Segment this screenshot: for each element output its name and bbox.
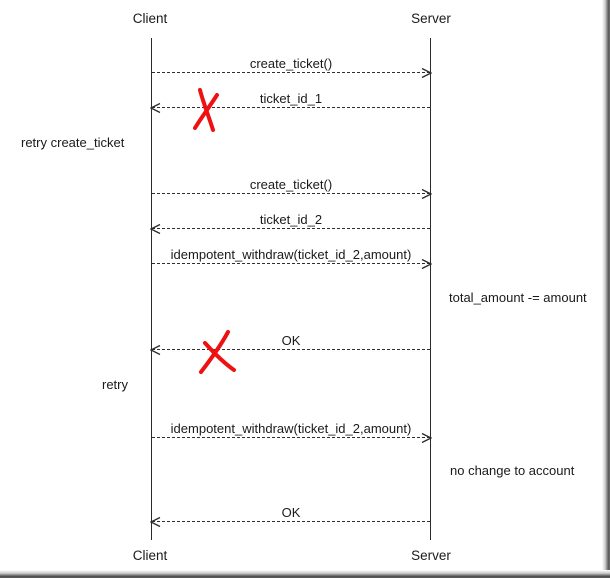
message-idempotent-withdraw-2: idempotent_withdraw(ticket_id_2,amount)	[152, 421, 432, 443]
arrowhead-left-icon	[150, 516, 161, 527]
frame-shadow-right	[602, 0, 610, 578]
arrowhead-left-icon	[150, 344, 161, 355]
message-label: ticket_id_1	[259, 91, 323, 106]
message-label: create_ticket()	[249, 177, 333, 192]
arrowhead-right-icon	[421, 67, 432, 78]
message-label: OK	[281, 505, 301, 520]
message-idempotent-withdraw-1: idempotent_withdraw(ticket_id_2,amount)	[152, 247, 432, 269]
message-ticket-id-1: ticket_id_1	[150, 91, 430, 113]
participant-client-bottom: Client	[132, 548, 168, 563]
client-lifeline	[151, 38, 152, 540]
server-lifeline	[430, 38, 431, 540]
annotation-total-amount: total_amount -= amount	[449, 290, 587, 305]
participant-server-bottom: Server	[411, 548, 451, 563]
message-ok-2: OK	[150, 505, 430, 527]
message-create-ticket-2: create_ticket()	[152, 177, 432, 199]
annotation-no-change: no change to account	[450, 463, 575, 478]
lost-message-x-icon	[193, 88, 219, 132]
message-label: create_ticket()	[249, 56, 333, 71]
message-ok-1: OK	[150, 333, 430, 355]
participant-client-top: Client	[132, 11, 168, 26]
arrowhead-right-icon	[421, 258, 432, 269]
message-ticket-id-2: ticket_id_2	[150, 212, 430, 234]
arrowhead-right-icon	[421, 188, 432, 199]
participant-server-top: Server	[411, 11, 451, 26]
message-label: OK	[281, 333, 301, 348]
message-create-ticket-1: create_ticket()	[152, 56, 432, 78]
arrowhead-left-icon	[150, 223, 161, 234]
lost-message-x-icon	[199, 330, 236, 374]
message-label: ticket_id_2	[259, 212, 323, 227]
annotation-retry: retry	[102, 377, 128, 392]
message-label: idempotent_withdraw(ticket_id_2,amount)	[170, 421, 412, 436]
annotation-retry-create-ticket: retry create_ticket	[21, 135, 125, 150]
arrowhead-left-icon	[150, 102, 161, 113]
frame-shadow-bottom	[0, 570, 610, 578]
arrowhead-right-icon	[421, 432, 432, 443]
message-label: idempotent_withdraw(ticket_id_2,amount)	[170, 247, 412, 262]
